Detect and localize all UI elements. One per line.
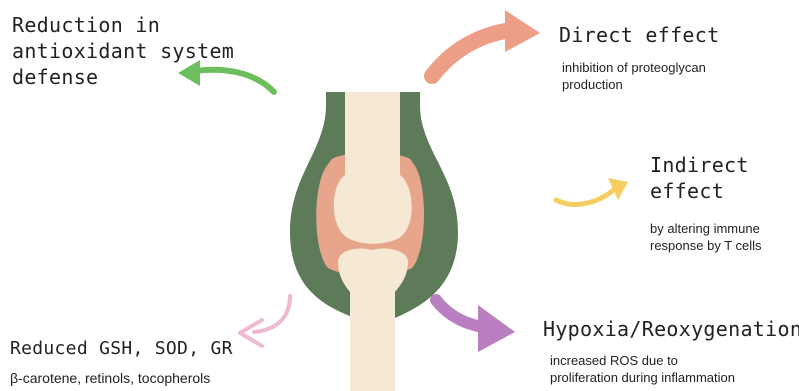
- antioxidant-list: β-carotene, retinols, tocopherols: [10, 370, 210, 387]
- reduction-antioxidant-title: Reduction in antioxidant system defense: [12, 12, 234, 90]
- title-line: antioxidant system: [12, 38, 234, 64]
- yellow-arrow-icon: [556, 178, 628, 204]
- pink-arrow-icon: [240, 296, 290, 346]
- direct-effect-description: inhibition of proteoglycan production: [562, 59, 706, 93]
- indirect-effect-title: Indirect effect: [650, 152, 749, 204]
- description-line: production: [562, 76, 706, 93]
- description-line: proliferation during inflammation: [550, 369, 735, 386]
- knee-joint-icon: [290, 92, 458, 391]
- description-line: inhibition of proteoglycan: [562, 59, 706, 76]
- upper-bone-head: [334, 175, 412, 244]
- lower-bone-shaft: [350, 285, 395, 391]
- hypoxia-description: increased ROS due to proliferation durin…: [550, 352, 735, 386]
- hypoxia-title: Hypoxia/Reoxygenation: [543, 316, 799, 342]
- title-line: Indirect: [650, 152, 749, 178]
- indirect-effect-description: by altering immune response by T cells: [650, 220, 762, 254]
- title-line: defense: [12, 64, 234, 90]
- salmon-arrow-icon: [432, 10, 540, 76]
- title-line: effect: [650, 178, 749, 204]
- direct-effect-title: Direct effect: [559, 22, 719, 48]
- title-line: Reduction in: [12, 12, 234, 38]
- description-line: response by T cells: [650, 237, 762, 254]
- description-line: increased ROS due to: [550, 352, 735, 369]
- reduced-gsh-title: Reduced GSH, SOD, GR: [10, 336, 233, 362]
- description-line: by altering immune: [650, 220, 762, 237]
- purple-arrow-icon: [436, 300, 515, 352]
